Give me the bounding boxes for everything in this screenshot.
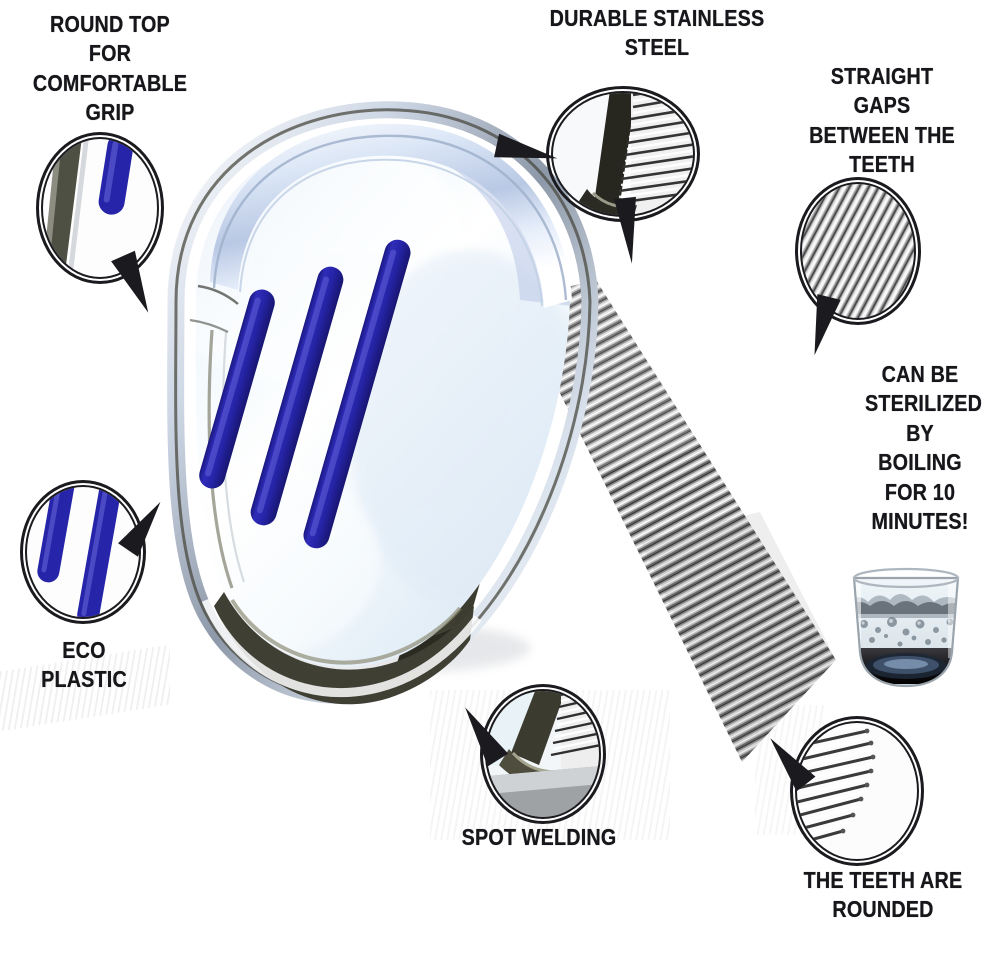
bubble-ring-inner xyxy=(25,485,141,619)
callout-label-straight-gaps: STRAIGHT GAPS BETWEEN THE TEETH xyxy=(809,63,955,178)
bubble-ring-inner xyxy=(485,689,601,819)
bubble-ring-inner xyxy=(795,721,919,861)
bubble-ring-outer xyxy=(790,716,924,866)
callout-bubble-round-top xyxy=(36,132,164,318)
handle-bottom-lip-shine xyxy=(230,598,462,665)
bubble-ring-outer xyxy=(20,480,146,624)
handle-top-rim xyxy=(210,123,572,308)
bubble-ring-inner xyxy=(800,182,916,320)
blue-stripe-3-gloss xyxy=(309,249,397,537)
bubble-ring-inner xyxy=(41,137,159,279)
teeth-shade-bottom xyxy=(640,512,836,762)
boiling-water-glass xyxy=(852,567,960,688)
handle-bottom-outer-white xyxy=(201,598,482,697)
callout-label-spot-welding: SPOT WELDING xyxy=(461,824,617,850)
callout-bubble-eco-plastic xyxy=(20,480,171,624)
bubble-ring-outer xyxy=(36,132,164,284)
callout-label-teeth-rounded: THE TEETH ARE ROUNDED xyxy=(803,867,963,923)
bubble-ring-outer xyxy=(546,86,700,222)
callout-label-round-top: ROUND TOP FOR COMFORTABLE GRIP xyxy=(32,11,188,126)
handle-top-rim-line-2 xyxy=(239,158,543,307)
callout-bubble-durable-steel xyxy=(494,86,700,265)
blue-stripe-3 xyxy=(303,239,411,549)
blue-stripe-2-gloss xyxy=(256,276,330,514)
handle-blue-stripes xyxy=(199,239,411,549)
blue-stripe-2 xyxy=(250,266,344,526)
blue-stripe-1-gloss xyxy=(205,297,261,477)
callout-label-sterilize-boiling: CAN BE STERILIZED BY BOILING FOR 10 MINU… xyxy=(864,361,983,535)
callout-bubble-spot-welding xyxy=(454,684,606,824)
handle-left-edge-dash-2 xyxy=(189,318,229,333)
bubble-ring-inner xyxy=(551,91,695,217)
blue-stripe-1 xyxy=(199,289,275,489)
bubble-ring-outer xyxy=(795,177,921,325)
callout-bubble-teeth-rounded xyxy=(760,716,924,866)
handle-outer-ring-dark xyxy=(174,108,592,697)
bubble-ring-outer xyxy=(480,684,606,824)
handle-blue-tint xyxy=(406,132,571,306)
callout-label-durable-steel: DURABLE STAINLESS STEEL xyxy=(549,5,765,61)
callout-label-eco-plastic: ECO PLASTIC xyxy=(41,637,127,693)
handle-top-rim-line xyxy=(212,134,568,301)
handle-left-edge-dash xyxy=(197,284,239,305)
callout-bubble-straight-gaps xyxy=(795,177,921,359)
